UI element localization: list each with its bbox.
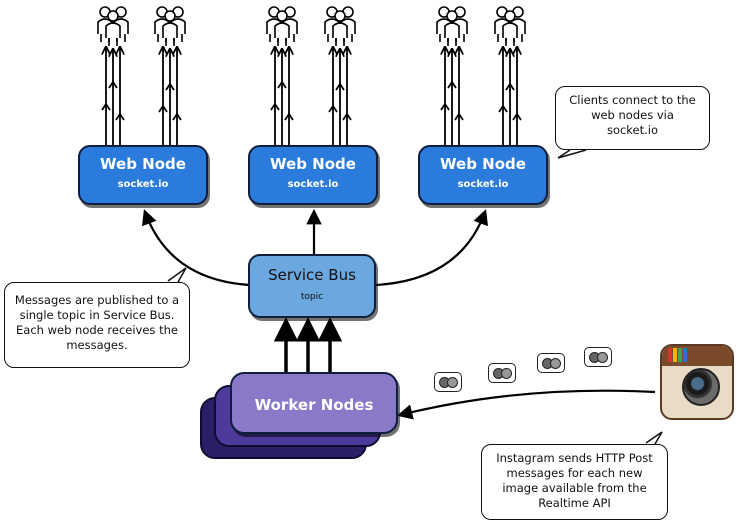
user-group-icon bbox=[437, 7, 467, 46]
web-node-title: Web Node bbox=[440, 155, 526, 173]
user-group-icon bbox=[155, 7, 185, 46]
user-group-icon bbox=[325, 7, 355, 46]
message-icon bbox=[434, 372, 462, 392]
web-node-subtitle: socket.io bbox=[457, 179, 509, 190]
message-icon bbox=[584, 347, 612, 367]
web-node-subtitle: socket.io bbox=[287, 179, 339, 190]
web-node-title: Web Node bbox=[270, 155, 356, 173]
service-bus-node: Service Bus topic bbox=[248, 254, 376, 318]
user-group-icon bbox=[267, 7, 297, 46]
worker-to-bus-arrows bbox=[273, 317, 343, 378]
callout-tail-instagram bbox=[645, 431, 663, 445]
user-group-icon bbox=[98, 7, 128, 46]
callout-tail-clients bbox=[557, 149, 587, 159]
user-group-icon bbox=[495, 7, 525, 46]
service-bus-subtitle: topic bbox=[300, 292, 324, 302]
web-node: Web Node socket.io bbox=[418, 145, 548, 205]
worker-nodes-title: Worker Nodes bbox=[254, 396, 374, 414]
callout-instagram-text: Instagram sends HTTP Post messages for e… bbox=[496, 451, 653, 510]
bus-to-web-arrows bbox=[142, 208, 488, 287]
instagram-logo-icon bbox=[660, 344, 734, 420]
callout-clients-text: Clients connect to the web nodes via soc… bbox=[569, 93, 696, 137]
service-bus-title: Service Bus bbox=[268, 266, 356, 284]
web-node: Web Node socket.io bbox=[248, 145, 378, 205]
callout-tail-messages bbox=[167, 267, 187, 283]
client-connections bbox=[101, 48, 522, 145]
web-node: Web Node socket.io bbox=[78, 145, 208, 205]
instagram-to-worker-arrow bbox=[397, 389, 656, 420]
callout-messages: Messages are published to a single topic… bbox=[4, 282, 190, 368]
web-node-subtitle: socket.io bbox=[117, 179, 169, 190]
worker-nodes: Worker Nodes bbox=[230, 372, 398, 434]
message-icon bbox=[488, 363, 516, 383]
web-node-title: Web Node bbox=[100, 155, 186, 173]
callout-messages-text: Messages are published to a single topic… bbox=[14, 293, 180, 352]
callout-instagram: Instagram sends HTTP Post messages for e… bbox=[481, 444, 668, 520]
callout-clients: Clients connect to the web nodes via soc… bbox=[555, 86, 710, 150]
message-icon bbox=[537, 353, 565, 373]
